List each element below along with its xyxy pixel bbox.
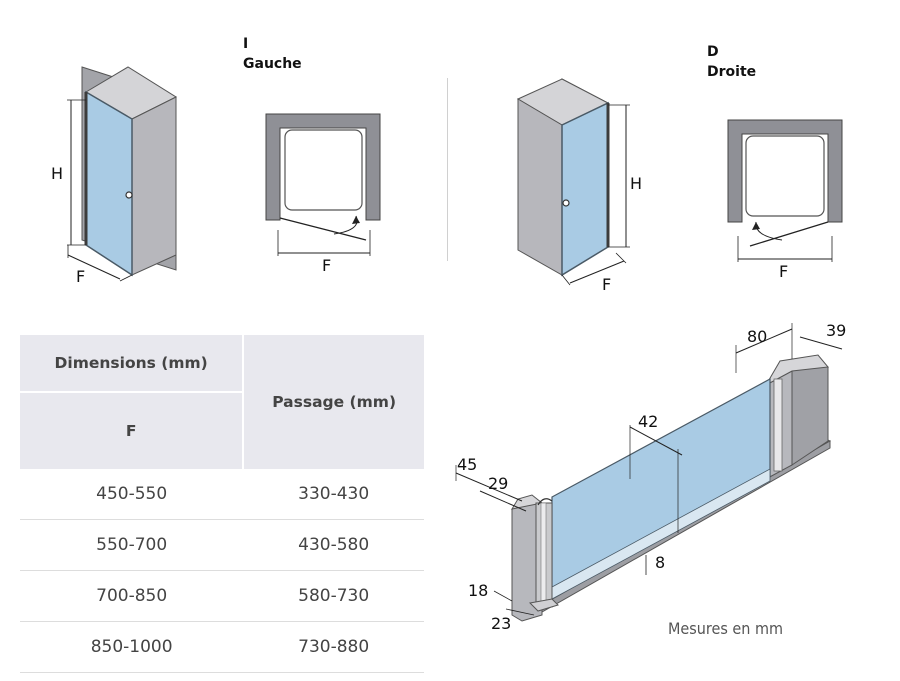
cell-f: 700-850 bbox=[20, 570, 244, 622]
right-height-label: H bbox=[630, 174, 643, 193]
right-code-label: D bbox=[707, 44, 719, 60]
cell-passage: 430-580 bbox=[243, 519, 424, 571]
left-height-label: H bbox=[51, 164, 64, 183]
cell-f: 550-700 bbox=[20, 519, 244, 571]
right-shower-3d-illustration bbox=[516, 78, 630, 286]
dim-label-18: 18 bbox=[468, 581, 489, 600]
dim-label-39: 39 bbox=[826, 321, 847, 340]
cell-f: 450-550 bbox=[20, 469, 244, 520]
units-note: Mesures en mm bbox=[668, 619, 783, 638]
header-dimensions: Dimensions (mm) bbox=[20, 335, 245, 393]
cell-passage: 730-880 bbox=[243, 621, 424, 673]
dim-label-8: 8 bbox=[655, 553, 666, 572]
right-name-label: Droite bbox=[707, 64, 757, 80]
dim-label-80: 80 bbox=[747, 327, 768, 346]
dim-label-29: 29 bbox=[488, 474, 509, 493]
right-width-label: F bbox=[602, 275, 612, 294]
table-row: 700-850 580-730 bbox=[20, 570, 424, 622]
left-width-label: F bbox=[76, 267, 86, 286]
view-divider bbox=[447, 78, 448, 261]
dim-label-45: 45 bbox=[457, 455, 478, 474]
table-row: 850-1000 730-880 bbox=[20, 621, 424, 673]
dimensions-table: Dimensions (mm) Passage (mm) F 450-550 3… bbox=[20, 335, 424, 673]
dim-label-42: 42 bbox=[638, 412, 659, 431]
header-f: F bbox=[20, 392, 245, 469]
cell-passage: 330-430 bbox=[243, 469, 424, 520]
cell-f: 850-1000 bbox=[20, 621, 244, 673]
left-plan-view-diagram bbox=[265, 113, 381, 256]
right-plan-width-label: F bbox=[779, 262, 789, 281]
cell-passage: 580-730 bbox=[243, 570, 424, 622]
table-row: 550-700 430-580 bbox=[20, 519, 424, 571]
dim-label-23: 23 bbox=[491, 614, 512, 633]
left-code-label: I bbox=[243, 36, 249, 52]
table-subheader-row: F bbox=[20, 392, 424, 469]
table-header-row: Dimensions (mm) Passage (mm) bbox=[20, 335, 424, 469]
table-row: 450-550 330-430 bbox=[20, 469, 424, 520]
profile-section-drawing bbox=[455, 323, 843, 622]
header-passage: Passage (mm) bbox=[243, 335, 424, 469]
left-plan-width-label: F bbox=[322, 256, 332, 275]
right-plan-view-diagram bbox=[727, 119, 843, 262]
left-name-label: Gauche bbox=[243, 56, 302, 72]
left-shower-3d-illustration bbox=[67, 66, 178, 282]
